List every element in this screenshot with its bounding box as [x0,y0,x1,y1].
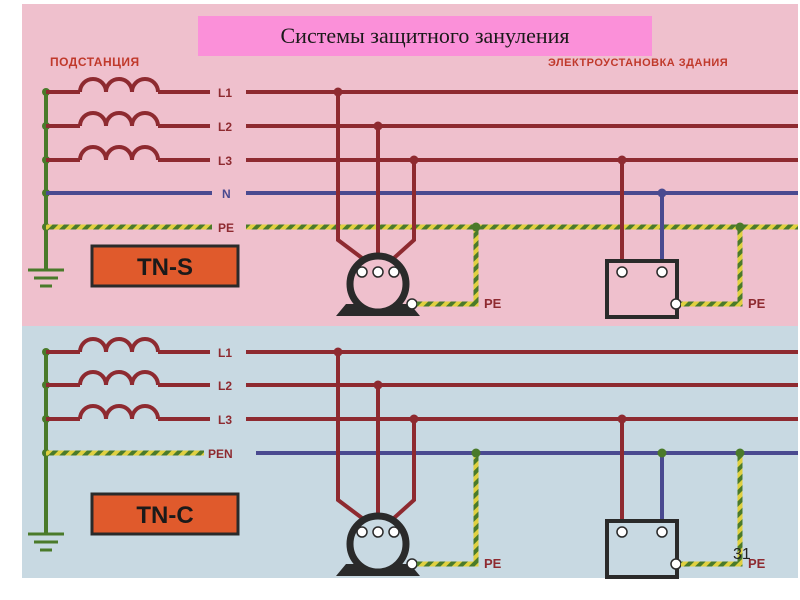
wire-label-n: N [222,187,231,201]
tnc-box-pe-tap [735,448,745,458]
tns-motor [336,252,420,316]
wire-label-l1: L1 [218,346,232,360]
tnc-ground-symbol [28,532,64,552]
tns-motor-pe-tap [471,222,481,232]
tnc-system-label: TN-C [136,502,193,529]
wire-label-l1: L1 [218,86,232,100]
tnc-box-l3-tap [617,414,627,424]
tns-motor-taps [333,87,419,165]
tnc-box-pe-label: PE [748,556,766,571]
tns-system-label: TN-S [137,254,193,281]
tnc-box-terminal-n [656,526,668,538]
slide-title: Системы защитного зануления [198,16,652,56]
tns-system-label-box [90,244,240,288]
tnc-section: L1 L2 L3 PEN TN-C [28,337,798,579]
tnc-box-pen-tap [657,448,667,458]
wire-label-pen: PEN [208,447,233,461]
tnc-motor-pe-label: PE [484,556,502,571]
substation-label: ПОДСТАНЦИЯ [50,55,140,69]
page-number: 31 [733,546,751,563]
tnc-motor-pe-wire [417,453,479,567]
tns-box-drops [620,160,664,270]
tns-box-pe-tap [735,222,745,232]
tns-motor-pe-wire [417,227,479,307]
tns-box-l3-tap [617,155,627,165]
tnc-system-label-box [90,492,240,536]
tnc-box-terminal-l [616,526,628,538]
building-installation-label: ЭЛЕКТРОУСТАНОВКА ЗДАНИЯ [548,57,728,69]
wire-label-l2: L2 [218,120,232,134]
tns-box-terminal-n [656,266,668,278]
tnc-transformer-windings [46,337,210,421]
tns-box-n-tap [657,188,667,198]
tns-section: ПОДСТАНЦИЯ ЭЛЕКТРОУСТАНОВКА ЗДАНИЯ [28,55,798,319]
tnc-box-drops [620,419,664,530]
tns-box-pe-label: PE [748,296,766,311]
wire-label-l3: L3 [218,413,232,427]
wire-label-pe: PE [218,221,234,235]
wire-label-l3: L3 [218,154,232,168]
tns-box-terminal-pe [670,298,682,310]
tns-transformer-windings [46,77,210,162]
tnc-motor-pe-tap [471,448,481,458]
wire-label-l2: L2 [218,379,232,393]
tns-box-terminal-l [616,266,628,278]
tns-box-pe-wire [681,227,743,307]
tns-ground-symbol [28,268,64,288]
tnc-motor [336,512,420,576]
tnc-box-terminal-pe [670,558,682,570]
tns-motor-pe-label: PE [484,296,502,311]
tnc-box-pe-wire [681,453,743,567]
tnc-motor-taps [333,347,419,424]
